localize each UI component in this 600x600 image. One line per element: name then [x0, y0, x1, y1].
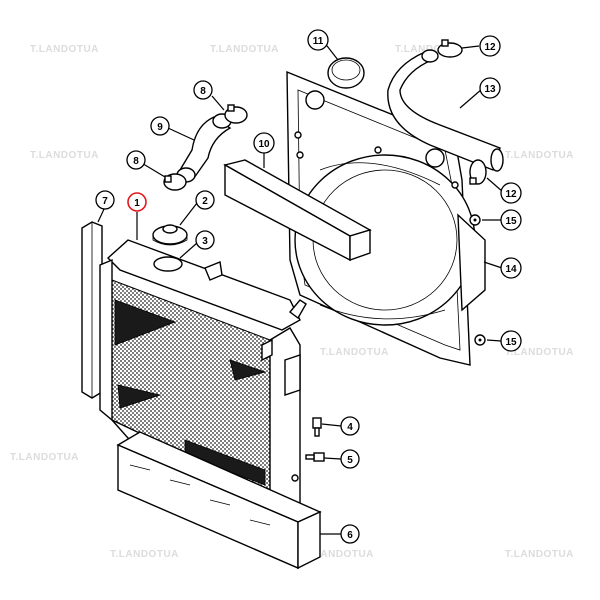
callout-2[interactable]: 2 — [195, 190, 215, 210]
callout-3[interactable]: 3 — [195, 230, 215, 250]
watermark: T.LANDOTUA — [210, 44, 279, 55]
watermark: T.LANDOTUA — [320, 347, 389, 358]
seal-strip-7 — [81, 221, 103, 399]
washer-15-top — [469, 214, 481, 226]
callout-label: 10 — [258, 139, 270, 150]
callout-label: 2 — [202, 196, 208, 207]
callout-11[interactable]: 11 — [307, 29, 329, 51]
clamp-8-top — [224, 104, 248, 124]
watermark: T.LANDOTUA — [110, 549, 179, 560]
callout-9[interactable]: 9 — [150, 116, 170, 136]
callout-label: 6 — [347, 530, 353, 541]
callout-13[interactable]: 13 — [479, 77, 501, 99]
callout-8-bottom[interactable]: 8 — [126, 150, 146, 170]
radiator-1 — [99, 239, 307, 511]
seal-strip-10 — [223, 159, 372, 262]
callout-label: 7 — [102, 196, 108, 207]
fan-shroud — [286, 70, 486, 366]
clamp-12-bottom — [469, 159, 487, 185]
callout-label: 12 — [505, 189, 517, 200]
callout-label: 5 — [347, 455, 353, 466]
callout-4[interactable]: 4 — [340, 416, 360, 436]
callout-label: 11 — [313, 36, 324, 47]
callout-label: 3 — [202, 236, 208, 247]
callout-6[interactable]: 6 — [340, 524, 360, 544]
callout-14[interactable]: 14 — [500, 257, 522, 279]
callout-label: 14 — [505, 264, 517, 275]
watermark: T.LANDOTUA — [305, 549, 374, 560]
callout-5[interactable]: 5 — [340, 449, 360, 469]
seal-block-6 — [116, 431, 322, 570]
callout-label: 4 — [347, 422, 353, 433]
callout-15-bottom[interactable]: 15 — [500, 330, 522, 352]
washer-15-bottom — [474, 334, 486, 346]
watermark: T.LANDOTUA — [10, 452, 79, 463]
plug-11 — [327, 57, 365, 89]
watermark: T.LANDOTUA — [505, 150, 574, 161]
callout-label: 13 — [484, 84, 496, 95]
bolt-4 — [312, 417, 322, 437]
callout-1[interactable]: 1 — [127, 192, 147, 212]
callout-12-bottom[interactable]: 12 — [500, 182, 522, 204]
hose-9 — [176, 113, 232, 183]
callout-12-top[interactable]: 12 — [479, 35, 501, 57]
callout-15-top[interactable]: 15 — [500, 209, 522, 231]
watermark: T.LANDOTUA — [30, 44, 99, 55]
watermark: T.LANDOTUA — [505, 347, 574, 358]
radiator-cap-2 — [152, 224, 188, 246]
callout-label: 9 — [157, 122, 163, 133]
clamp-12-top — [437, 39, 463, 58]
callout-7[interactable]: 7 — [95, 190, 115, 210]
callout-8-top[interactable]: 8 — [193, 80, 213, 100]
watermark: T.LANDOTUA — [505, 549, 574, 560]
hose-13 — [387, 49, 504, 172]
leader-lines — [97, 41, 504, 535]
bolt-5 — [305, 452, 325, 462]
watermark: T.LANDOTUA — [30, 150, 99, 161]
callout-label: 8 — [133, 156, 139, 167]
callout-label: 15 — [505, 216, 517, 227]
callout-label: 1 — [134, 198, 140, 209]
callout-label: 15 — [505, 337, 517, 348]
callout-label: 12 — [484, 42, 496, 53]
callout-10[interactable]: 10 — [253, 132, 275, 154]
clamp-8-bottom — [163, 173, 187, 191]
callout-label: 8 — [200, 86, 206, 97]
